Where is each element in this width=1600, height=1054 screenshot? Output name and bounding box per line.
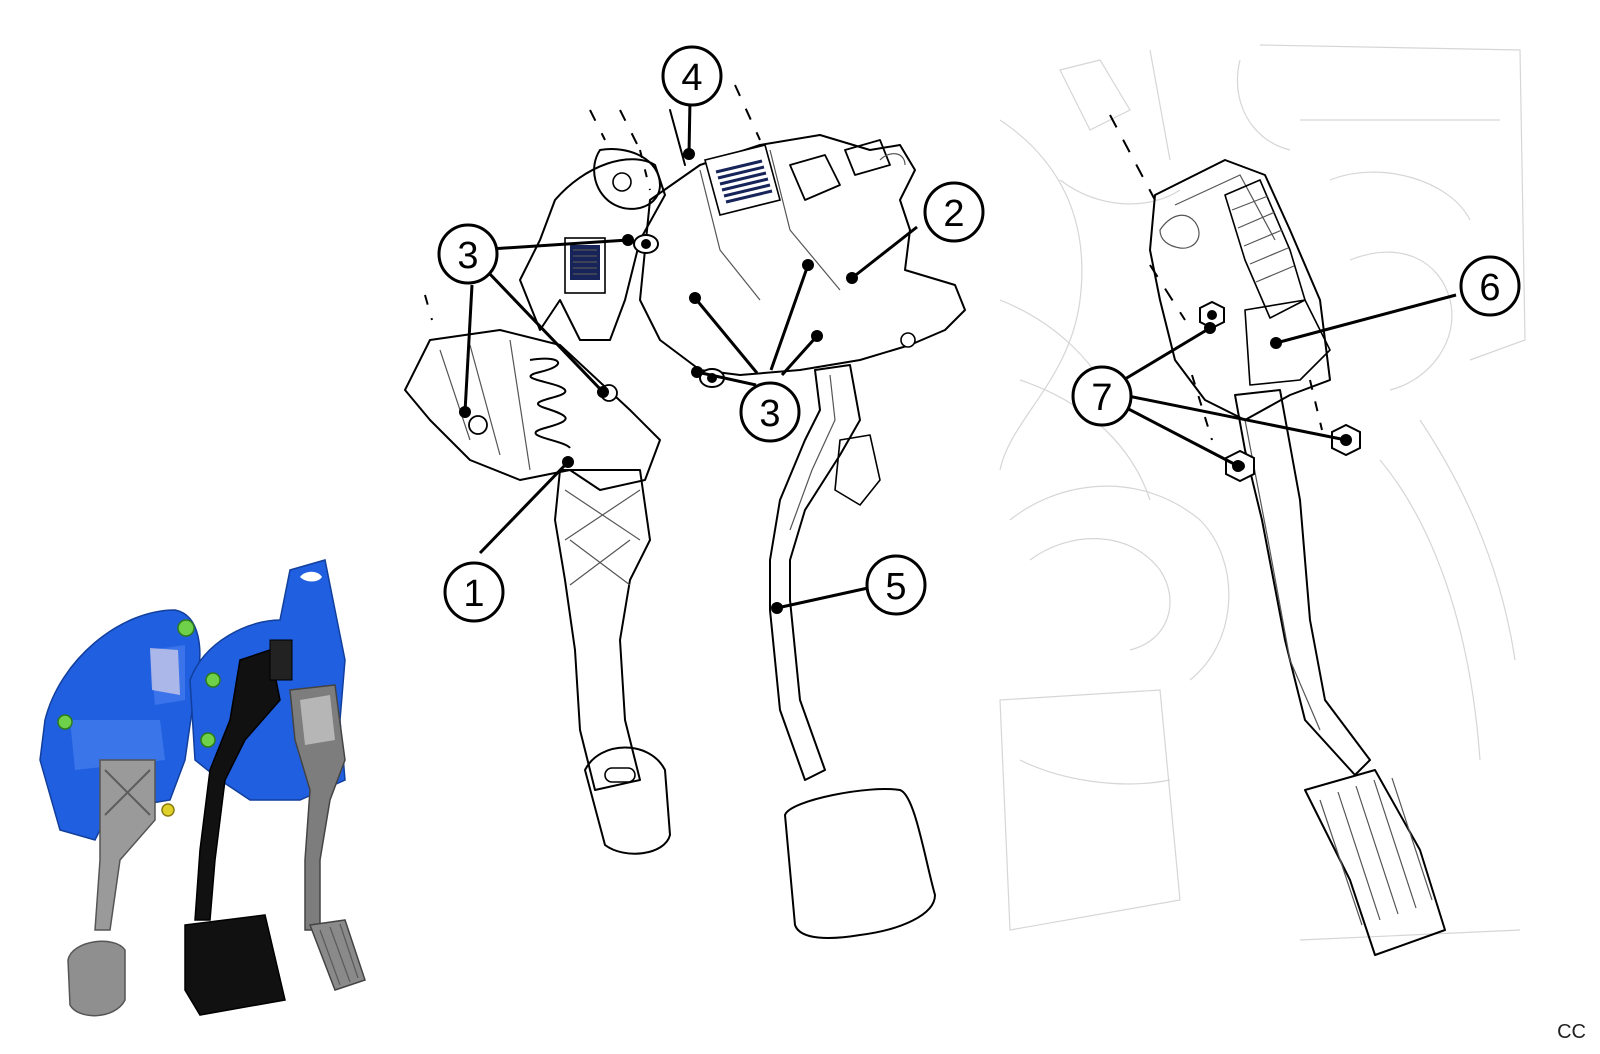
clutch-pedal-assembly [404,148,671,855]
leader-dots [459,148,1352,614]
bolt-top [633,234,659,254]
leader-4 [687,99,692,155]
leader-7c [1127,394,1347,442]
callout-1: 1 [443,561,505,623]
callout-4-label: 4 [681,57,702,99]
leader-2 [851,225,918,280]
leader-3a-left [463,284,474,413]
callout-5-label: 5 [885,566,906,608]
nut-upper [1199,300,1225,330]
leader-3b-2 [693,297,759,374]
leader-3b-4 [780,334,819,377]
callout-3-left-label: 3 [457,235,478,277]
callout-6-label: 6 [1479,267,1500,309]
leader-3a-right [485,269,605,394]
leader-1 [478,460,570,555]
callout-7: 7 [1071,365,1133,427]
callout-7-label: 7 [1091,377,1112,419]
callout-2: 2 [923,181,985,243]
background-vehicle-lines [999,44,1526,965]
leader-3a-top [489,238,629,251]
black-brake-pedal [194,649,281,921]
leader-3b-1 [696,370,757,387]
corner-code: CC [1557,1021,1586,1043]
brake-pedal-assembly [424,84,966,939]
label-plate [704,144,781,216]
pedal-box-render [39,559,366,1017]
leader-5 [776,586,869,610]
leader-7b [1116,401,1239,468]
leader-7a [1119,326,1211,384]
callout-3-right: 3 [739,381,801,443]
leader-6 [1275,293,1457,345]
leader-3b-3 [769,264,810,371]
callout-4: 4 [661,45,723,107]
clutch-spring [529,357,571,449]
callout-1-label: 1 [463,573,484,615]
leader-lines [463,99,1457,610]
callout-6: 6 [1459,255,1521,317]
callout-3-left: 3 [437,223,499,285]
callout-3-right-label: 3 [759,393,780,435]
callout-2-label: 2 [943,193,964,235]
accelerator-pedal [1109,114,1446,956]
callout-5: 5 [865,554,927,616]
